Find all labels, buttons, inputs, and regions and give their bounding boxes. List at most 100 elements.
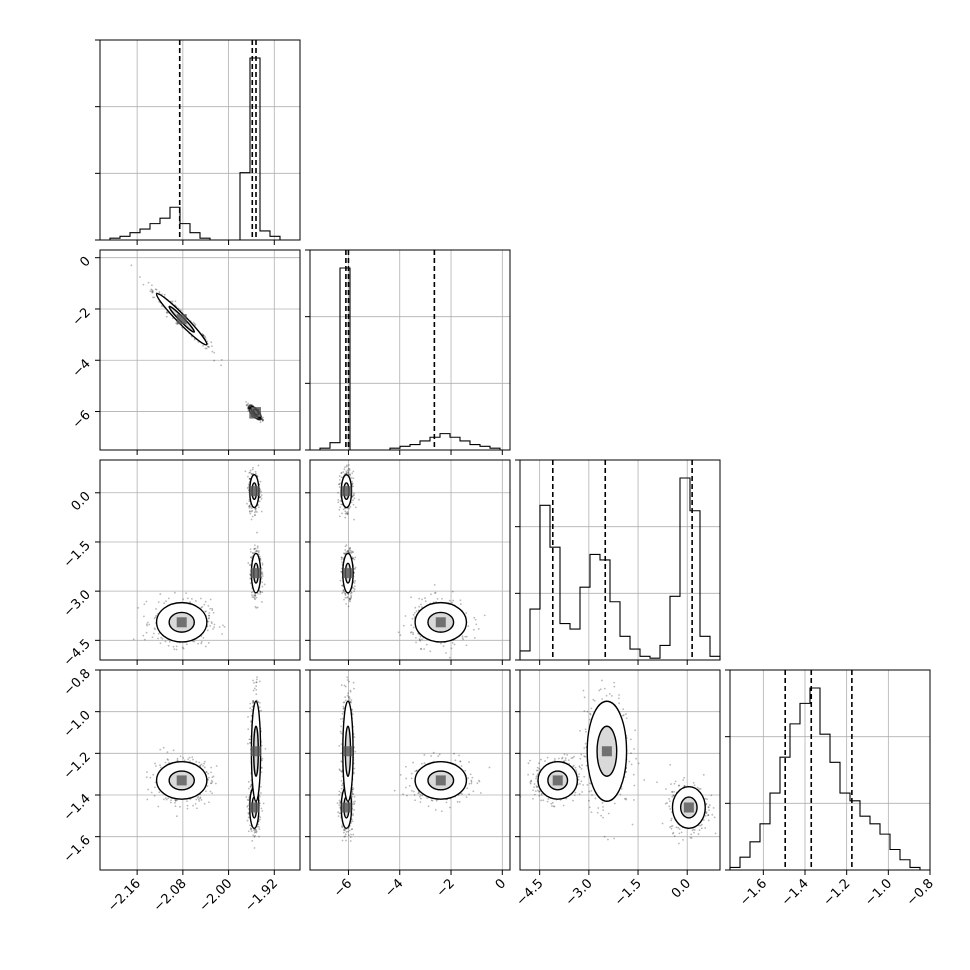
sample-point [351, 550, 354, 553]
sample-point [344, 510, 347, 513]
sample-point [477, 628, 480, 630]
sample-point [260, 494, 263, 497]
sample-point [249, 505, 252, 508]
sample-point [204, 600, 207, 603]
sample-point [434, 592, 436, 594]
sample-point [424, 597, 426, 599]
sample-point [353, 588, 356, 591]
sample-point [146, 798, 149, 801]
sample-point [154, 616, 157, 619]
sample-point [441, 597, 443, 600]
sample-point [205, 347, 208, 350]
density-peak [435, 617, 446, 628]
sample-point [203, 335, 206, 338]
sample-point [145, 631, 148, 634]
sample-point [475, 623, 478, 626]
sample-point [257, 464, 260, 467]
sample-point [206, 785, 209, 787]
sample-point [247, 813, 250, 815]
sample-point [206, 345, 209, 348]
sample-point [179, 805, 181, 808]
sample-point [213, 359, 216, 362]
sample-point [214, 782, 217, 785]
panel-frame [729, 669, 931, 871]
sample-point [165, 311, 168, 314]
sample-point [252, 596, 255, 599]
sample-point [247, 486, 250, 489]
sample-point [202, 636, 205, 639]
sample-point [352, 470, 355, 473]
sample-point [350, 591, 353, 593]
sample-point [203, 802, 206, 805]
sample-point [259, 593, 262, 595]
sample-point [452, 599, 455, 602]
sample-point [347, 467, 350, 470]
sample-point [211, 609, 214, 612]
sample-point [420, 606, 423, 609]
sample-point [152, 773, 155, 776]
panel-frame [99, 459, 301, 661]
sample-point [248, 738, 251, 741]
sample-point [338, 483, 341, 486]
sample-point [340, 584, 343, 587]
sample-point [451, 601, 453, 604]
sample-point [248, 405, 251, 407]
sample-point [483, 614, 486, 617]
sample-point [344, 516, 347, 519]
sample-point [453, 643, 456, 646]
sample-point [473, 628, 475, 631]
sample-point [157, 637, 159, 640]
sample-point [248, 478, 251, 480]
sample-point [474, 618, 477, 621]
sample-point [448, 599, 451, 602]
sample-point [210, 345, 213, 348]
sample-point [260, 418, 263, 420]
sample-point [258, 835, 260, 838]
sample-point [170, 799, 172, 802]
sample-point [212, 775, 215, 778]
sample-point [251, 551, 254, 554]
sample-point [338, 483, 341, 485]
sample-point [425, 643, 428, 646]
sample-point [353, 582, 356, 584]
sample-point [249, 469, 252, 472]
sample-point [137, 606, 140, 609]
sample-point [258, 419, 261, 421]
sample-point [259, 421, 262, 423]
histogram-step [100, 57, 300, 241]
sample-point [152, 296, 154, 299]
sample-point [250, 404, 253, 406]
sample-point [179, 755, 182, 758]
sample-point [204, 336, 207, 339]
sample-point [256, 546, 259, 549]
sample-point [256, 550, 259, 553]
sample-point [174, 799, 177, 802]
sample-point [254, 828, 257, 831]
sample-point [260, 807, 263, 810]
sample-point [349, 592, 352, 595]
sample-point [210, 766, 213, 769]
sample-point [154, 628, 157, 631]
sample-point [340, 503, 343, 506]
sample-point [248, 506, 251, 509]
sample-point [211, 792, 214, 795]
sample-point [440, 642, 442, 645]
sample-point [346, 469, 349, 472]
sample-point [207, 620, 210, 623]
sample-point [205, 771, 208, 773]
sample-point [459, 603, 462, 605]
sample-point [208, 346, 210, 348]
sample-point [165, 600, 167, 603]
sample-point [253, 847, 256, 849]
sample-point [175, 648, 178, 651]
sample-point [419, 648, 422, 650]
sample-point [404, 615, 407, 617]
sample-point [451, 590, 454, 593]
sample-point [130, 264, 133, 267]
sample-point [174, 805, 177, 808]
sample-point [145, 600, 148, 603]
sample-point [159, 764, 161, 767]
sample-point [461, 637, 464, 639]
sample-point [213, 626, 216, 629]
sample-point [261, 585, 264, 588]
